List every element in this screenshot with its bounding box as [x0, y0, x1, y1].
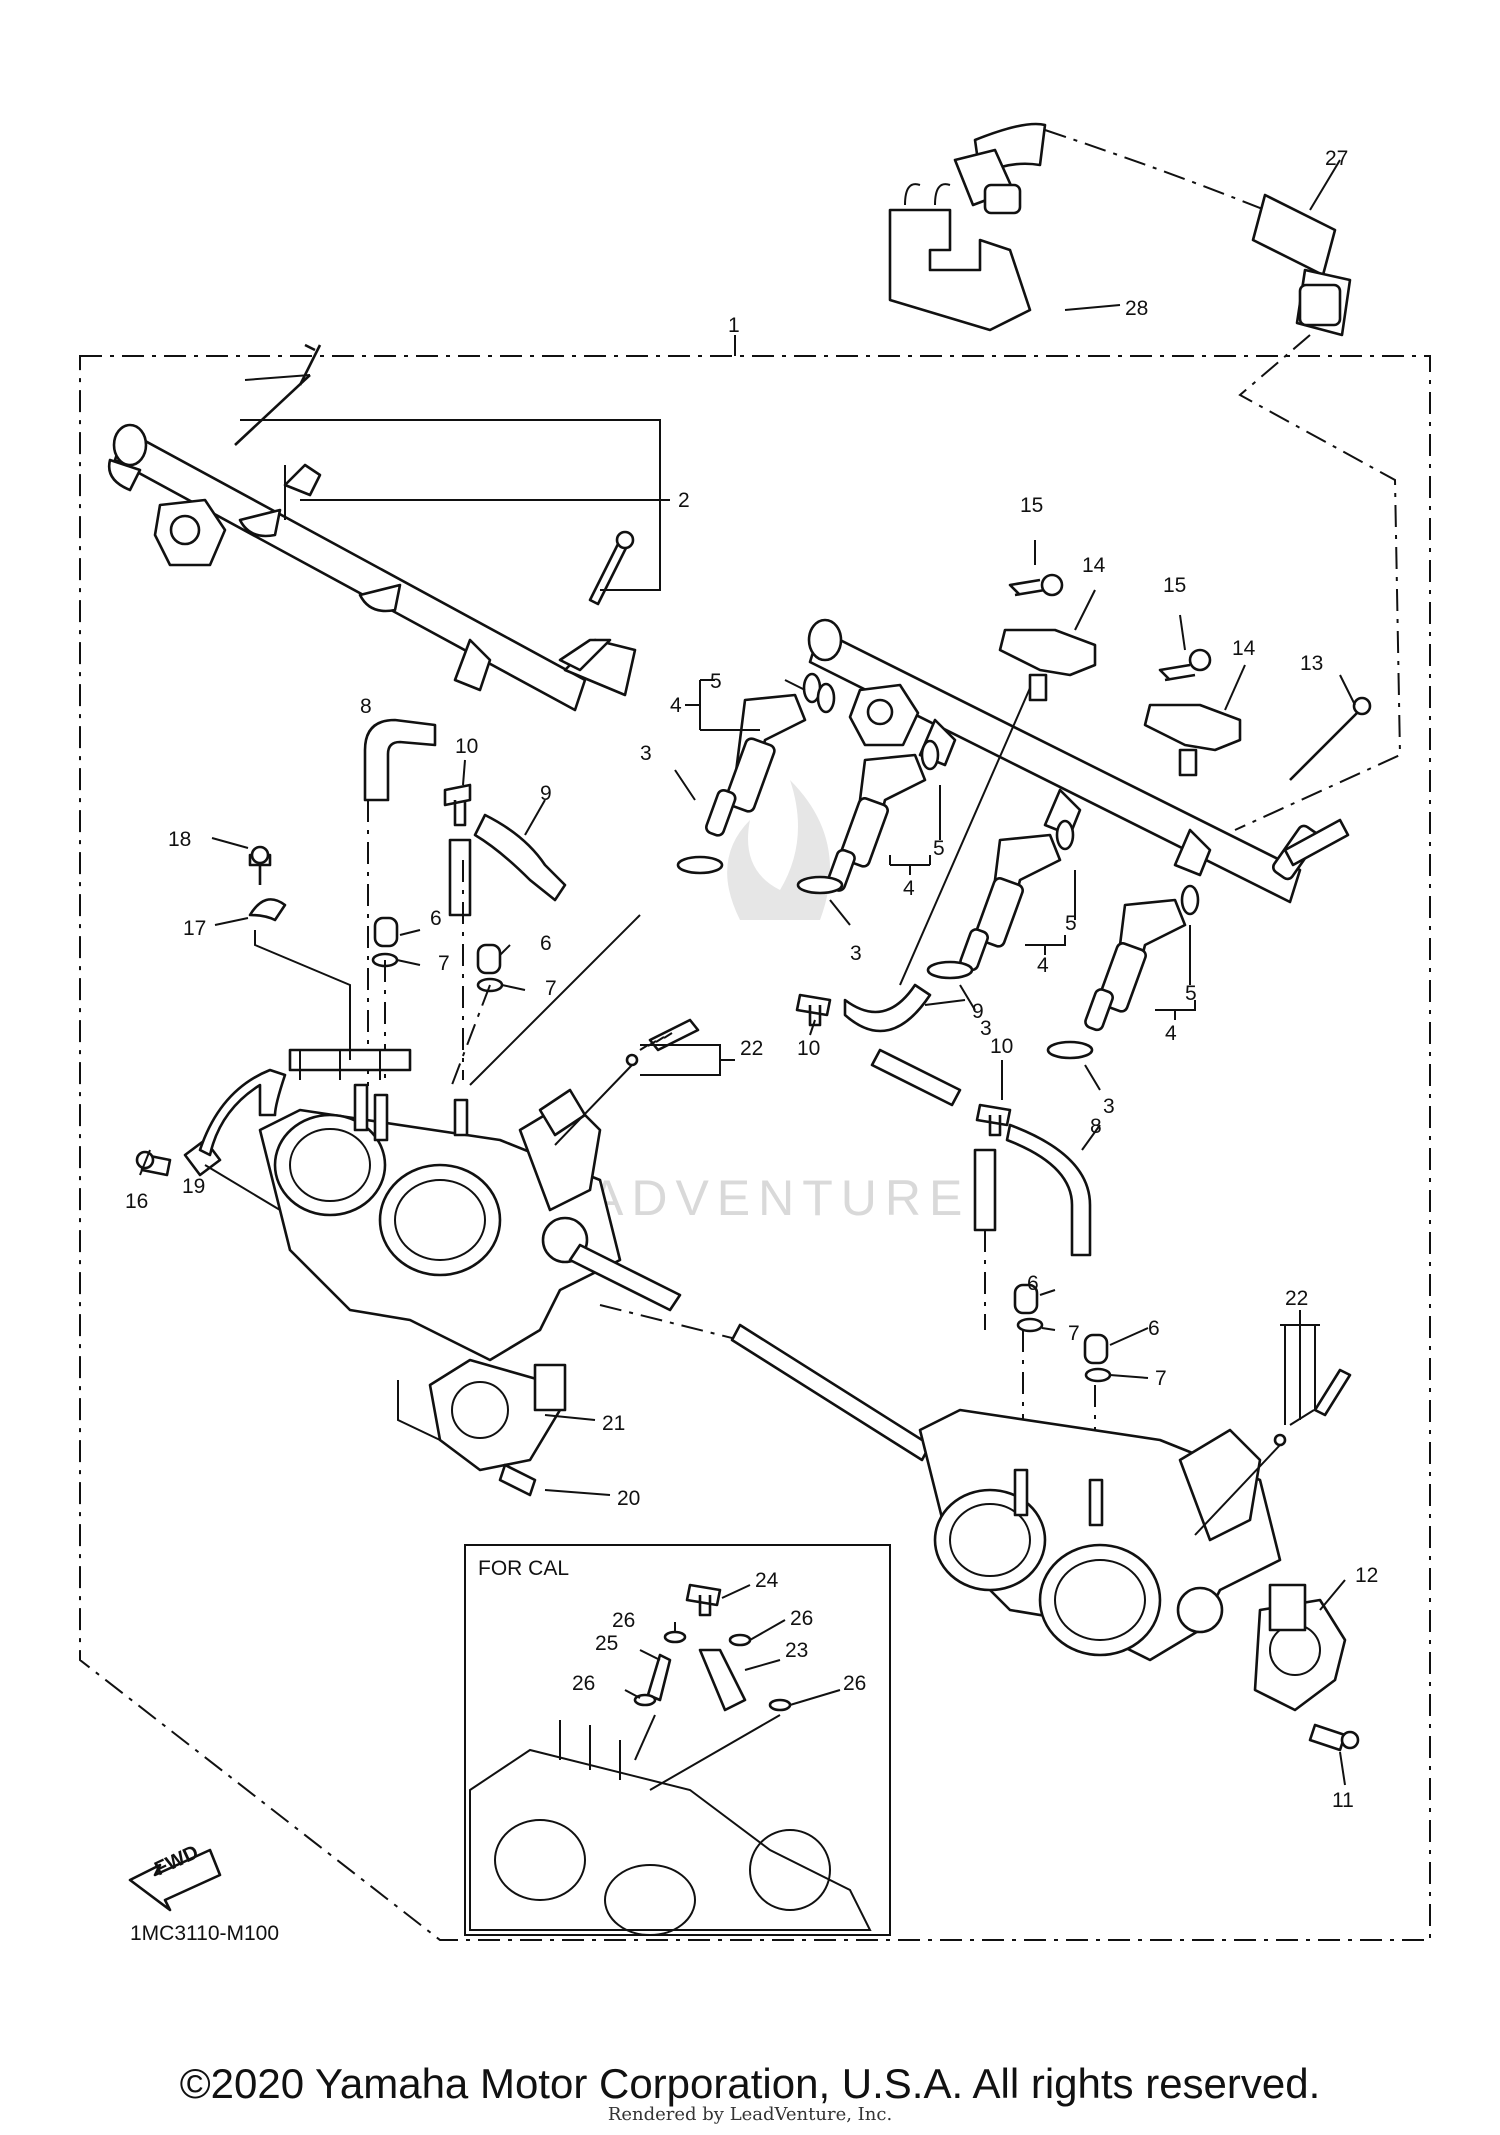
label-4b: 4 — [903, 877, 915, 900]
label-5b: 5 — [933, 837, 945, 860]
spring-screw-22-right — [1194, 1310, 1352, 1536]
watermark-text: ADVENTURE — [590, 1170, 970, 1226]
pressure-sensor-upper — [998, 540, 1097, 702]
label-8a: 8 — [360, 695, 372, 718]
joint-10-left — [443, 759, 472, 827]
pressure-sensor-lower — [1143, 614, 1246, 777]
hose-8-right — [1005, 1123, 1101, 1257]
label-20: 20 — [617, 1487, 640, 1510]
label-6b: 6 — [540, 932, 552, 955]
label-6c: 6 — [1027, 1272, 1039, 1295]
label-10b: 10 — [797, 1037, 820, 1060]
label-27: 27 — [1325, 147, 1348, 170]
label-4c: 4 — [1037, 954, 1049, 977]
diagram-code: 1MC3110-M100 — [130, 1922, 279, 1945]
hose-9-left — [473, 799, 567, 902]
clamp-17 — [214, 898, 351, 1060]
for-cal-inset: FOR CAL — [464, 1544, 891, 1936]
copyright-notice: ©2020 Yamaha Motor Corporation, U.S.A. A… — [179, 2060, 1321, 2107]
label-7d: 7 — [1155, 1367, 1167, 1390]
hose-mid — [870, 1048, 962, 1107]
label-3a: 3 — [640, 742, 652, 765]
injector-lower-mid — [926, 819, 1075, 980]
label-11: 11 — [1332, 1789, 1354, 1812]
label-2: 2 — [678, 489, 690, 512]
label-22b: 22 — [1285, 1287, 1308, 1310]
label-15a: 15 — [1020, 494, 1043, 517]
label-14b: 14 — [1232, 637, 1256, 660]
label-3c: 3 — [980, 1017, 992, 1040]
label-25: 25 — [595, 1632, 618, 1655]
part-labels: 1 2 3 3 3 3 4 4 4 4 5 5 5 5 6 6 6 6 7 7 … — [125, 147, 1378, 1945]
shaft — [730, 1323, 932, 1462]
label-28: 28 — [1125, 297, 1148, 320]
label-12: 12 — [1355, 1564, 1378, 1587]
label-13: 13 — [1300, 652, 1323, 675]
screw-11 — [1308, 1723, 1360, 1786]
label-16: 16 — [125, 1190, 148, 1213]
label-24: 24 — [755, 1569, 779, 1592]
throttle-position-sensor-21 — [397, 1358, 596, 1472]
label-6a: 6 — [430, 907, 442, 930]
rendered-by-notice: Rendered by LeadVenture, Inc. — [607, 2104, 893, 2125]
label-7a: 7 — [438, 952, 450, 975]
label-1: 1 — [728, 314, 740, 337]
assembly-boundary — [79, 355, 1431, 1941]
cap-6-left-a — [373, 916, 421, 948]
label-5d: 5 — [1185, 982, 1197, 1005]
label-7c: 7 — [1068, 1322, 1080, 1345]
hose-8-left — [363, 718, 437, 802]
fuel-hose-27 — [953, 122, 1352, 337]
label-8b: 8 — [1090, 1115, 1102, 1138]
label-5a: 5 — [710, 670, 722, 693]
label-21: 21 — [602, 1412, 625, 1435]
fwd-arrow-icon: FWD — [128, 1841, 222, 1912]
bolt-20 — [498, 1463, 611, 1497]
label-5c: 5 — [1065, 912, 1077, 935]
inset-title: FOR CAL — [478, 1557, 569, 1580]
joint-10-right-b — [975, 1060, 1012, 1137]
label-23: 23 — [785, 1639, 808, 1662]
label-9b: 9 — [972, 1000, 984, 1023]
label-7b: 7 — [545, 977, 557, 1000]
bolt-13 — [1289, 674, 1372, 781]
injector-upper-mid — [796, 739, 940, 895]
label-26d: 26 — [843, 1672, 866, 1695]
cap-6-left-b — [476, 943, 511, 975]
joint-10-right-a — [795, 993, 832, 1036]
hose-9-right — [843, 687, 1031, 1033]
label-26b: 26 — [790, 1607, 813, 1630]
throttle-position-sensor-12 — [1253, 1579, 1347, 1712]
label-4d: 4 — [1165, 1022, 1177, 1045]
label-19: 19 — [182, 1175, 205, 1198]
label-4a: 4 — [670, 694, 682, 717]
label-3d: 3 — [1103, 1095, 1115, 1118]
hose-clip-28 — [888, 183, 1121, 332]
label-26c: 26 — [572, 1672, 595, 1695]
throttle-body-right — [918, 1408, 1282, 1662]
throttle-body-left — [258, 1048, 682, 1362]
bracket-19 — [183, 1068, 287, 1211]
label-10c: 10 — [990, 1035, 1013, 1058]
label-26a: 26 — [612, 1609, 635, 1632]
injector-upper-left — [676, 672, 836, 875]
label-18: 18 — [168, 828, 191, 851]
label-14a: 14 — [1082, 554, 1106, 577]
label-22a: 22 — [740, 1037, 763, 1060]
cap-6-right-a — [1013, 1283, 1056, 1315]
label-17: 17 — [183, 917, 206, 940]
label-10a: 10 — [455, 735, 478, 758]
label-9a: 9 — [540, 782, 552, 805]
injector-lower-right — [1046, 884, 1200, 1060]
fuel-rail-upper — [107, 343, 637, 712]
label-15b: 15 — [1163, 574, 1186, 597]
bolt-18 — [211, 837, 272, 885]
label-3b: 3 — [850, 942, 862, 965]
spring-screw-22-left — [554, 1018, 735, 1146]
label-6d: 6 — [1148, 1317, 1160, 1340]
cap-6-right-b — [1083, 1327, 1149, 1365]
